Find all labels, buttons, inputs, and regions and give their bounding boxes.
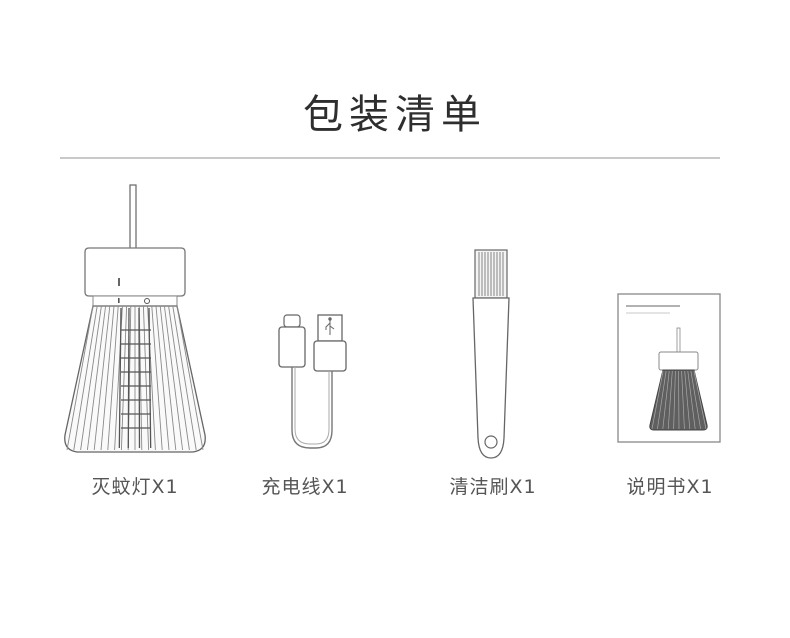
mosquito-lamp-icon [64, 184, 206, 453]
item-label: 说明书X1 [626, 476, 714, 498]
item-manual: 说明书X1 [590, 180, 750, 498]
cleaning-brush-icon [472, 249, 510, 459]
manual-icon [617, 293, 721, 443]
title-divider [60, 157, 720, 159]
item-label: 灭蚊灯X1 [91, 476, 179, 498]
item-mosquito-lamp: 灭蚊灯X1 [55, 180, 215, 498]
item-label: 清洁刷X1 [449, 476, 537, 498]
item-usb-cable: 充电线X1 [240, 180, 400, 498]
page-title: 包装清单 [303, 92, 487, 138]
item-cleaning-brush: 清洁刷X1 [413, 180, 573, 498]
usb-cable-icon [278, 314, 347, 449]
item-label: 充电线X1 [261, 476, 349, 498]
